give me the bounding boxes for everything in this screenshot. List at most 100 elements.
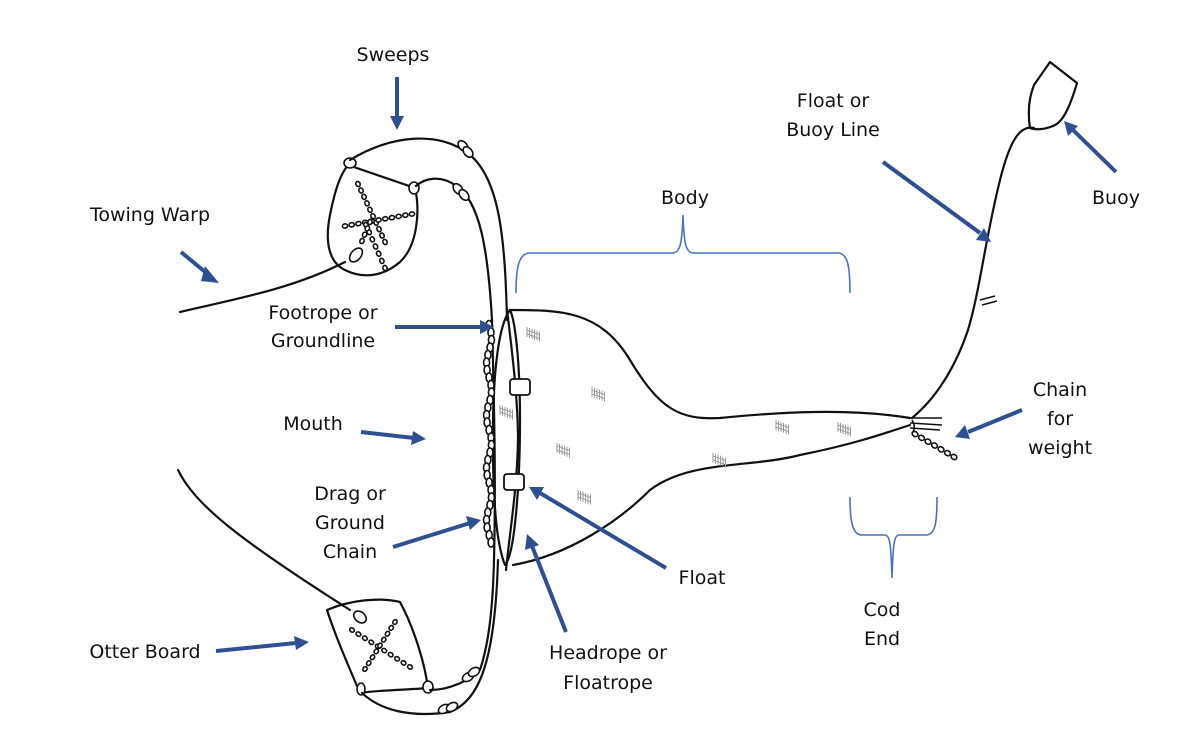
chain-link (401, 212, 409, 219)
chain-link (924, 438, 932, 446)
chain-link (379, 232, 385, 239)
chain-link (355, 220, 362, 227)
net-mesh-icon (775, 419, 789, 435)
chain-link (355, 180, 361, 188)
arrow-icon (525, 534, 568, 633)
arrow-icon (395, 320, 494, 334)
arrow-icon (1064, 121, 1118, 174)
chain-link (348, 627, 356, 633)
chain-link (361, 635, 369, 642)
cod-end-brace (849, 496, 938, 579)
chain-link (367, 218, 373, 226)
chain-link (364, 225, 371, 232)
chain-link (408, 211, 416, 217)
label-body: Body (661, 187, 709, 209)
net-mesh-icon (591, 386, 605, 402)
chain-link (376, 225, 382, 233)
chain-link (375, 217, 382, 223)
arrow-icon (955, 408, 1023, 439)
chain-link (364, 200, 370, 207)
chain-link (373, 648, 380, 655)
chain-link (382, 264, 388, 272)
label-towing-warp: Towing Warp (89, 204, 210, 226)
otter-board-lower (325, 598, 434, 696)
chain-link (392, 618, 398, 626)
chain-link (362, 665, 368, 673)
arrows (179, 77, 1118, 653)
otter-board-upper (326, 157, 420, 277)
float-upper (509, 378, 531, 396)
chain-link (943, 449, 952, 457)
chain-link (400, 659, 407, 666)
mouth-right-rope (504, 308, 520, 572)
chain-link (361, 231, 368, 238)
chain-link (388, 624, 395, 632)
chain-link (917, 434, 926, 442)
net-mesh-icon (556, 442, 570, 458)
chain-link (341, 223, 349, 229)
chain-link (381, 215, 389, 222)
buoy-line-break (979, 295, 998, 306)
chain-link (930, 442, 939, 449)
chain-link (911, 430, 919, 438)
net-drawing (176, 60, 1079, 716)
arrow-icon (360, 430, 426, 445)
chain-link (361, 193, 367, 201)
chain-link (406, 664, 414, 670)
label-float: Float (679, 567, 726, 589)
weight-chain (911, 430, 958, 461)
net-mesh-icon (837, 421, 851, 437)
arrow-icon (529, 487, 668, 570)
chain-link (377, 642, 383, 649)
chain-link (937, 445, 945, 453)
label-buoy: Buoy (1092, 187, 1140, 209)
label-otter-board: Otter Board (89, 641, 200, 663)
towing-warp-lower (176, 468, 352, 612)
chain-link (384, 630, 391, 637)
chain-link (375, 250, 382, 257)
sweep-lower-inner (428, 558, 496, 692)
mesh-patches (499, 326, 851, 505)
buoy-line (910, 126, 1036, 420)
net-mesh-icon (499, 404, 513, 420)
net-body-bottom (511, 423, 912, 567)
net-mesh-icon (526, 326, 540, 342)
chain-link (395, 213, 402, 220)
sweep-upper-outer (348, 137, 509, 322)
chain-link (387, 651, 394, 658)
arrow-icon (215, 636, 309, 653)
cod-end-tie (909, 417, 958, 461)
label-sweeps: Sweeps (357, 44, 430, 66)
towing-warp-upper (178, 260, 347, 314)
arrow-icon (881, 160, 991, 242)
chain-star-upper (341, 180, 416, 272)
chain-link (380, 636, 387, 643)
chain-link (367, 206, 373, 214)
float-lower (503, 473, 525, 491)
headrope (491, 308, 522, 567)
arrow-icon (390, 77, 404, 130)
chain-link (358, 187, 364, 194)
chain-link (381, 647, 388, 654)
chain-link (369, 654, 376, 661)
chain-link (950, 453, 958, 461)
chain-link (365, 659, 372, 667)
chain-link (393, 655, 401, 662)
chain-link (368, 639, 375, 646)
net-mesh-icon (712, 452, 726, 468)
chain-link (388, 214, 396, 221)
chain-link (355, 631, 362, 638)
chain-link (370, 212, 376, 220)
label-mouth: Mouth (283, 413, 343, 435)
chain-link (348, 221, 356, 228)
chain-link (382, 238, 388, 246)
chain-link (359, 237, 365, 245)
